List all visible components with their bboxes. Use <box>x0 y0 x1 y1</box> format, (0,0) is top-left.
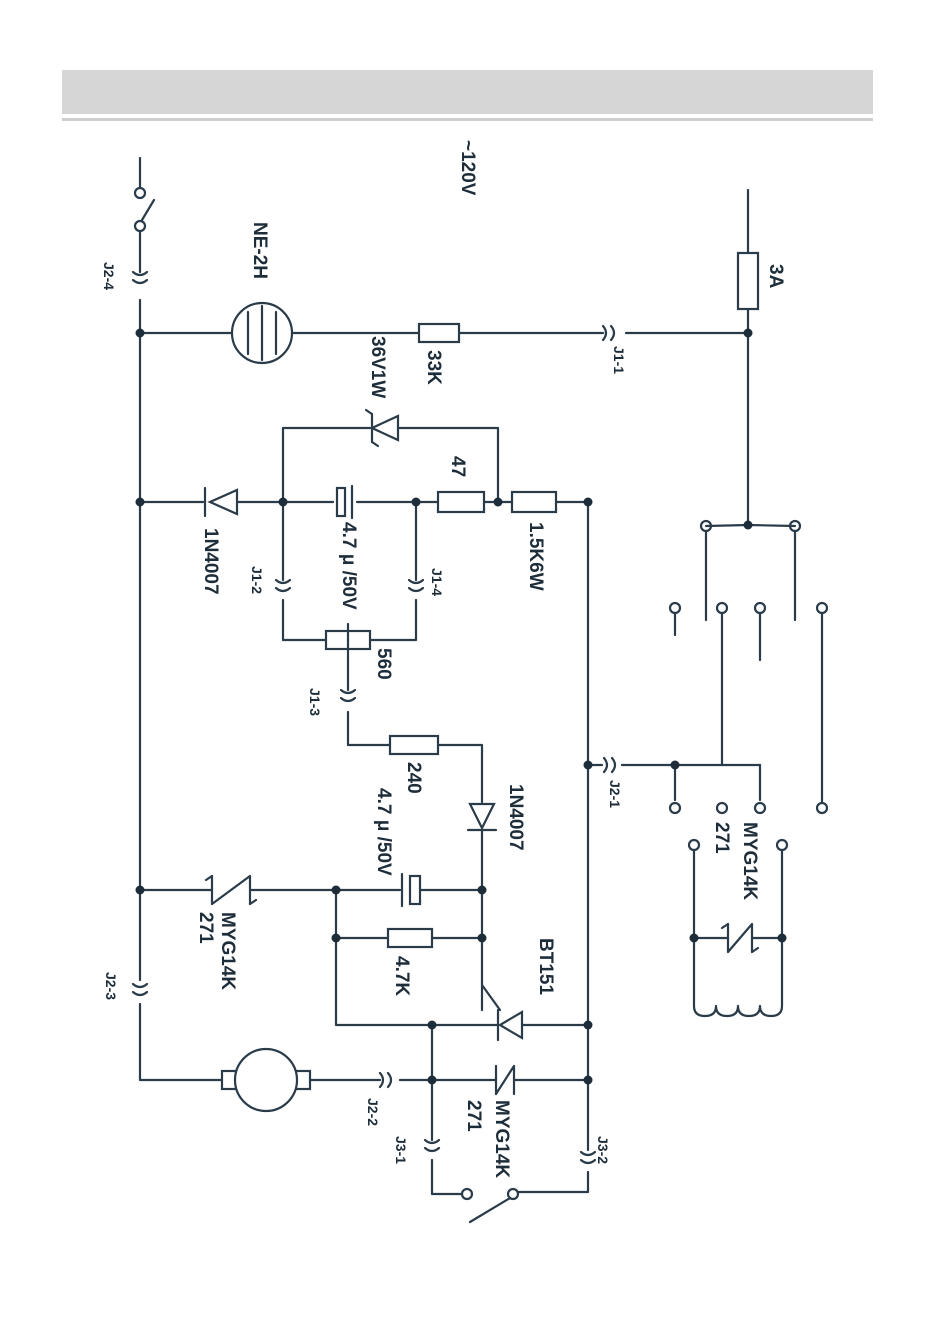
fuse <box>738 253 758 309</box>
contact-c <box>755 603 765 613</box>
label-diode-mid: 1N4007 <box>505 784 526 851</box>
contact-i <box>689 840 699 850</box>
resistor-240 <box>390 736 438 754</box>
contact-g <box>755 803 765 813</box>
diode-top <box>205 488 237 516</box>
label-resistor-1-5k: 1.5K6W <box>525 522 546 591</box>
label-neon-lamp: NE-2H <box>249 222 270 279</box>
capacitor-top <box>337 486 352 518</box>
motor <box>222 1049 310 1111</box>
label-pot: 560 <box>373 648 394 680</box>
label-resistor-4-7k: 4.7K <box>391 956 412 996</box>
connector-j3-2-mark <box>581 1152 595 1163</box>
varistor-left <box>206 876 256 904</box>
contact-f <box>717 803 727 813</box>
label-cap-top: 4.7 μ /50V <box>338 522 359 610</box>
resistor-1-5k <box>512 492 556 512</box>
connector-marks <box>133 272 615 1163</box>
relay-coil <box>694 1000 782 1016</box>
labels: ~120V 3A NE-2H 33K 36V1W 47 1.5K6W 1N400… <box>101 140 786 1178</box>
relay-contacts <box>670 521 827 850</box>
contact-a <box>670 603 680 613</box>
label-scr: BT151 <box>535 938 556 995</box>
label-j1-3: J1-3 <box>307 688 323 716</box>
contact-b <box>717 603 727 613</box>
label-resistor-240: 240 <box>403 762 424 794</box>
neon-lamp <box>232 303 292 363</box>
label-j2-3: J2-3 <box>103 972 119 1000</box>
wires <box>140 158 782 1194</box>
contact-j <box>777 840 787 850</box>
connector-j1-2-mark <box>276 580 290 591</box>
label-j1-1: J1-1 <box>611 346 627 374</box>
label-varistor-left-a: MYG14K <box>217 912 238 990</box>
label-resistor-33k: 33K <box>423 350 444 385</box>
contact-d <box>817 603 827 613</box>
label-varistor-bottom-b: 271 <box>463 1100 484 1132</box>
label-j2-4: J2-4 <box>101 262 117 290</box>
connector-j2-4-mark <box>133 272 147 283</box>
bottom-switch <box>462 1189 518 1222</box>
varistor-right <box>722 924 758 952</box>
label-j1-2: J1-2 <box>249 566 265 594</box>
label-resistor-47: 47 <box>447 456 468 477</box>
connector-j1-3-mark <box>341 690 355 701</box>
label-zener: 36V1W <box>367 336 388 398</box>
contact-h <box>817 803 827 813</box>
label-j1-4: J1-4 <box>429 568 445 596</box>
resistor-47 <box>438 492 484 512</box>
diode-mid <box>468 804 496 830</box>
resistor-4-7k <box>388 929 432 947</box>
label-varistor-bottom-a: MYG14K <box>491 1100 512 1178</box>
label-j3-2: J3-2 <box>595 1136 611 1164</box>
main-switch <box>135 188 154 231</box>
connector-j1-4-mark <box>409 580 423 591</box>
label-diode-top: 1N4007 <box>200 528 221 595</box>
connector-j1-1-mark <box>603 326 614 340</box>
connector-j2-3-mark <box>133 984 147 995</box>
capacitor-mid <box>402 874 420 906</box>
contact-e <box>670 803 680 813</box>
zener-diode <box>366 410 398 446</box>
label-varistor-right-a: MYG14K <box>739 822 760 900</box>
label-varistor-right-b: 271 <box>711 822 732 854</box>
label-j2-2: J2-2 <box>365 1098 381 1126</box>
label-supply: ~120V <box>457 140 478 196</box>
label-fuse: 3A <box>765 264 786 289</box>
scr <box>498 1010 522 1040</box>
resistor-33k <box>419 324 459 342</box>
connector-j2-1-mark <box>604 758 615 772</box>
connector-j2-2-mark <box>380 1073 391 1087</box>
connector-j3-1-mark <box>425 1140 439 1151</box>
label-j3-1: J3-1 <box>393 1136 409 1164</box>
label-cap-mid: 4.7 μ /50V <box>373 788 394 876</box>
label-j2-1: J2-1 <box>607 780 623 808</box>
potentiometer <box>326 624 370 650</box>
varistor-bottom <box>496 1066 514 1094</box>
label-varistor-left-b: 271 <box>195 912 216 944</box>
